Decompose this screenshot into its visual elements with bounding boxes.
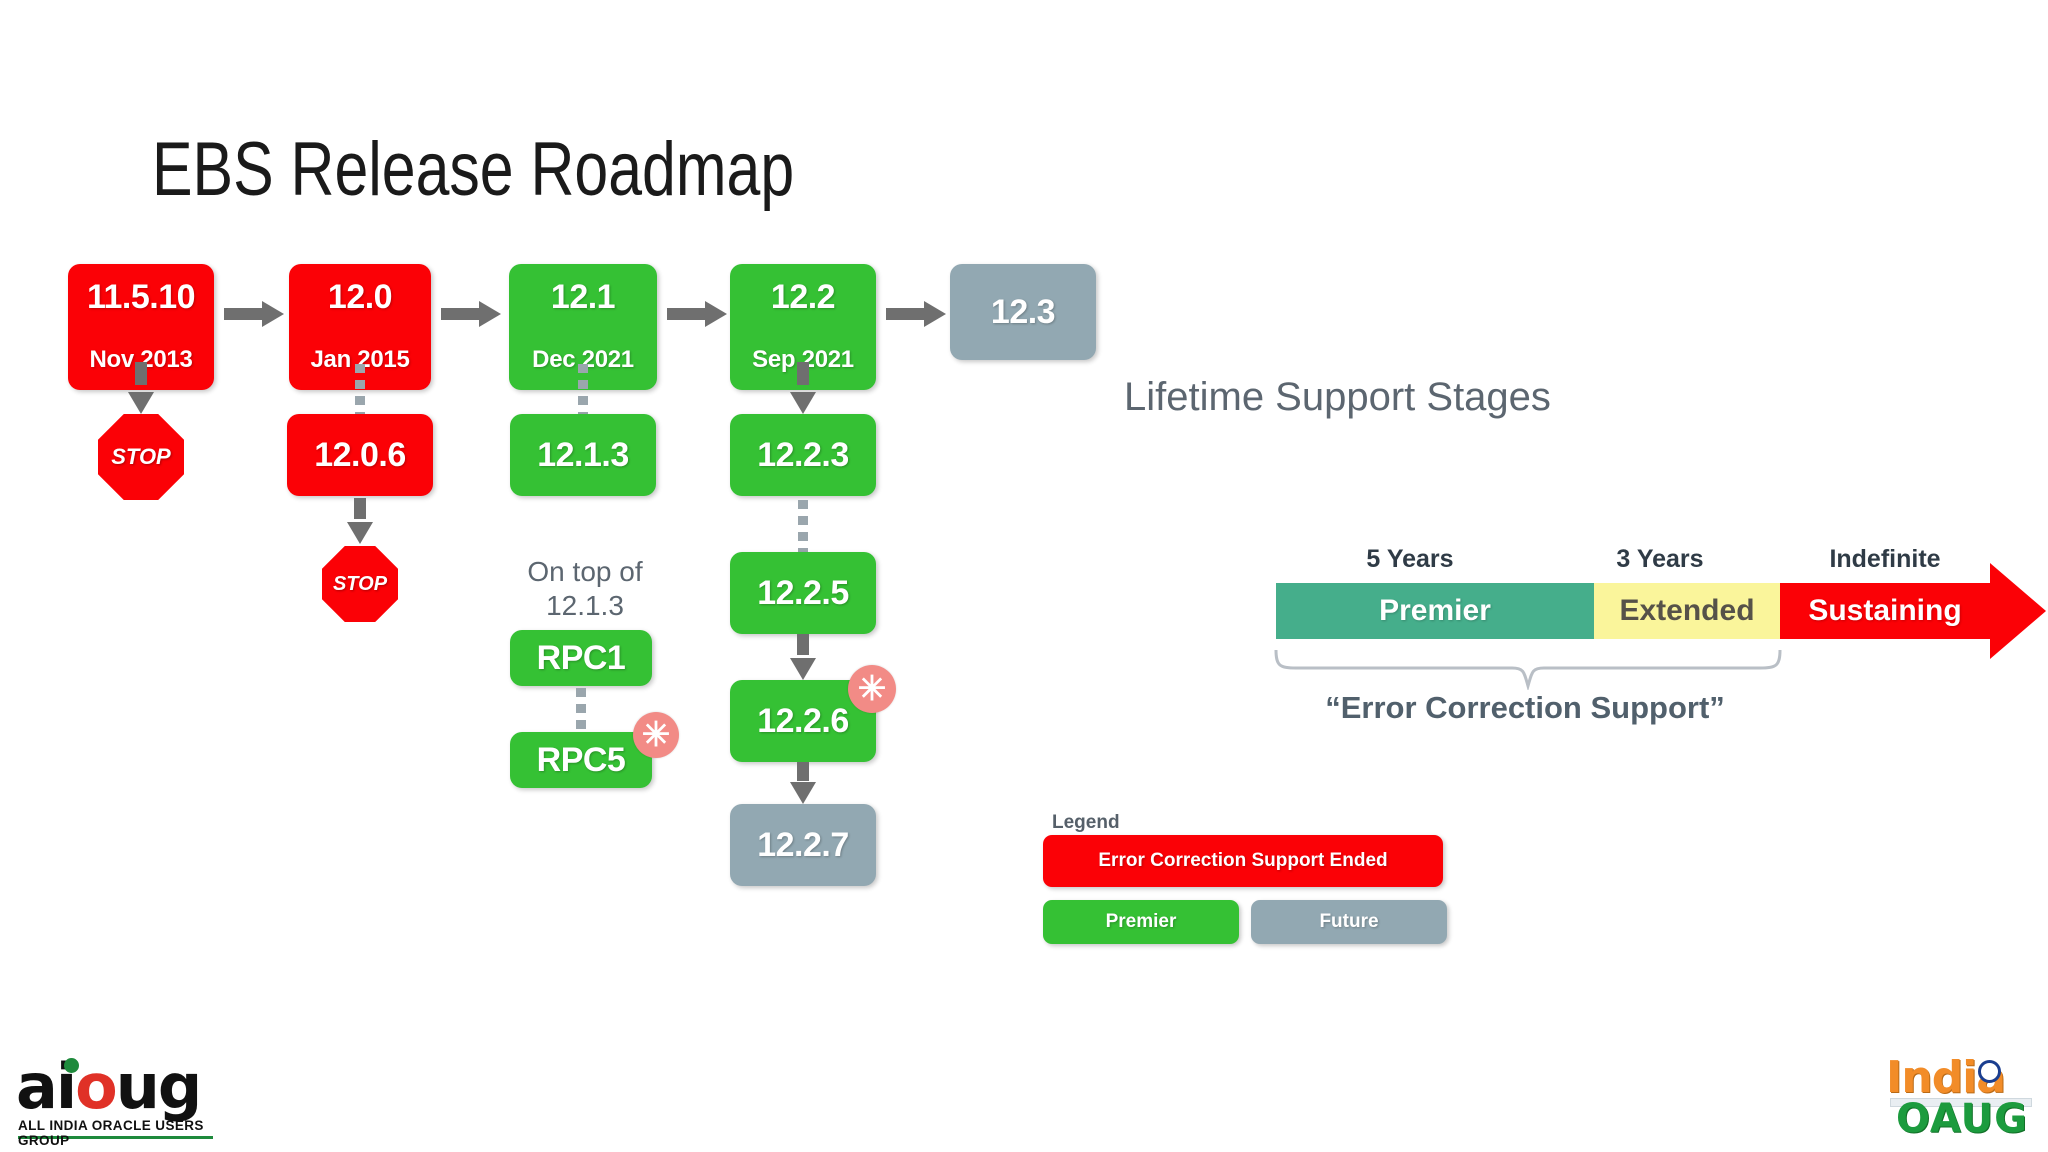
asterisk-badge-icon-1226: ✳ — [848, 665, 896, 713]
legend-title: Legend — [1052, 812, 1120, 833]
dotted-connector-rpc — [576, 688, 586, 732]
india-oaug-line2: OAUG — [1896, 1096, 2028, 1142]
aioug-tagline: ALL INDIA ORACLE USERS GROUP — [18, 1118, 204, 1148]
release-node-120[interactable]: 12.0 Jan 2015 — [289, 264, 431, 390]
asterisk-glyph: ✳ — [641, 716, 671, 754]
release-node-1227[interactable]: 12.2.7 — [730, 804, 876, 886]
release-node-123[interactable]: 12.3 — [950, 264, 1096, 360]
arrow-down-icon-1225 — [790, 634, 816, 680]
arrow-right-icon-2 — [441, 301, 501, 327]
legend-item-label: Error Correction Support Ended — [1098, 850, 1388, 871]
release-version: 12.0.6 — [314, 436, 406, 474]
arrow-right-icon-sustaining — [1990, 563, 2046, 659]
dotted-connector-1223 — [798, 500, 808, 552]
arrow-down-icon-1226 — [790, 762, 816, 804]
page-title: EBS Release Roadmap — [152, 127, 795, 212]
release-node-1206[interactable]: 12.0.6 — [287, 414, 433, 496]
on-top-of-note-line2: 12.1.3 — [546, 590, 624, 621]
india-oaug-divider — [1890, 1098, 2032, 1107]
legend-item-error-correction-support-ended: Error Correction Support Ended — [1043, 835, 1443, 887]
stage-duration-premier: 5 Years — [1366, 545, 1454, 573]
arrow-down-icon-1206 — [347, 498, 373, 544]
support-stage-sustaining[interactable]: Sustaining — [1780, 583, 1990, 639]
stop-label: STOP — [332, 572, 388, 595]
legend-item-label: Future — [1319, 911, 1379, 932]
asterisk-glyph: ✳ — [857, 670, 887, 708]
release-version: 12.0 — [327, 278, 393, 316]
release-version: 12.2.3 — [757, 436, 849, 474]
release-version: 12.1.3 — [537, 436, 629, 474]
release-version: RPC1 — [536, 639, 626, 677]
error-correction-brace-icon — [1274, 649, 1782, 690]
stop-sign-1206: STOP — [322, 546, 398, 622]
stage-duration-sustaining: Indefinite — [1829, 545, 1941, 573]
stop-label: STOP — [111, 444, 171, 469]
on-top-of-note: On top of 12.1.3 — [505, 555, 665, 623]
legend-item-premier: Premier — [1043, 900, 1239, 944]
dotted-connector-120 — [355, 364, 365, 416]
release-node-121[interactable]: 12.1 Dec 2021 — [509, 264, 657, 390]
release-version: RPC5 — [536, 741, 626, 779]
release-version: 11.5.10 — [86, 278, 196, 316]
support-stage-label: Extended — [1619, 594, 1755, 627]
asterisk-badge-icon-rpc5: ✳ — [633, 712, 679, 758]
release-version: 12.2.7 — [757, 826, 849, 864]
release-version: 12.2.5 — [757, 574, 849, 612]
legend-item-label: Premier — [1105, 911, 1177, 932]
dotted-connector-121 — [578, 364, 588, 416]
release-node-1225[interactable]: 12.2.5 — [730, 552, 876, 634]
stage-duration-extended: 3 Years — [1616, 545, 1704, 573]
aioug-green-dot-icon — [64, 1058, 79, 1073]
aioug-letter-o: o — [75, 1050, 118, 1123]
arrow-down-icon-122 — [790, 362, 816, 414]
stop-sign-11510: STOP — [98, 414, 184, 500]
error-correction-support-caption: “Error Correction Support” — [1325, 690, 1725, 725]
aioug-letter-a: a — [16, 1050, 58, 1123]
arrow-down-icon-11510 — [128, 362, 154, 414]
support-stage-extended[interactable]: Extended — [1594, 583, 1780, 639]
release-node-rpc5[interactable]: RPC5 — [510, 732, 652, 788]
lifetime-support-heading: Lifetime Support Stages — [1124, 375, 1551, 419]
legend-item-future: Future — [1251, 900, 1447, 944]
support-stage-label: Premier — [1379, 594, 1491, 627]
support-stage-label: Sustaining — [1808, 594, 1962, 627]
arrow-right-icon-3 — [667, 301, 727, 327]
aioug-letters-ug: ug — [115, 1050, 203, 1123]
ashoka-chakra-icon — [1978, 1060, 2001, 1083]
support-stage-premier[interactable]: Premier — [1276, 583, 1594, 639]
release-version: 12.3 — [990, 293, 1056, 331]
india-oaug-logo: India OAUG — [1886, 1052, 2036, 1142]
aioug-logo: aioug ALL INDIA ORACLE USERS GROUP — [14, 1056, 226, 1148]
aioug-rule — [18, 1136, 213, 1139]
on-top-of-note-line1: On top of — [527, 556, 643, 587]
arrow-right-icon-4 — [886, 301, 946, 327]
release-node-1223[interactable]: 12.2.3 — [730, 414, 876, 496]
aioug-wordmark: aioug — [16, 1056, 202, 1118]
release-node-rpc1[interactable]: RPC1 — [510, 630, 652, 686]
arrow-right-icon-1 — [224, 301, 284, 327]
release-version: 12.2 — [770, 278, 836, 316]
release-node-1213[interactable]: 12.1.3 — [510, 414, 656, 496]
release-version: 12.1 — [550, 278, 616, 316]
release-version: 12.2.6 — [757, 702, 849, 740]
